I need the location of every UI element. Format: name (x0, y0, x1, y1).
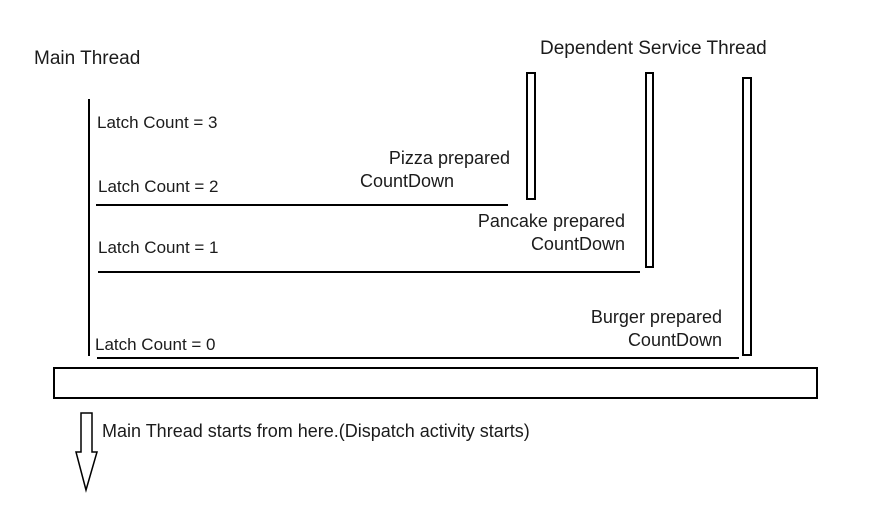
countdown-line-pancake (98, 271, 640, 273)
service-thread-bar-burger (742, 77, 752, 356)
service-thread-bar-pancake (645, 72, 654, 268)
pizza-event-action: CountDown (360, 171, 455, 191)
burger-event-name: Burger prepared (590, 307, 722, 327)
down-arrow-icon (70, 408, 110, 503)
countdown-line-burger (97, 357, 739, 359)
latch-count-3-label: Latch Count = 3 (97, 113, 218, 132)
latch-count-0-label: Latch Count = 0 (95, 335, 216, 354)
pancake-event-label: Pancake prepared CountDown (460, 210, 625, 256)
latch-count-2-label: Latch Count = 2 (98, 177, 219, 196)
service-thread-bar-pizza (526, 72, 536, 200)
pancake-event-action: CountDown (530, 234, 625, 254)
dependent-service-thread-label: Dependent Service Thread (540, 38, 767, 59)
pizza-event-name: Pizza prepared (388, 148, 510, 168)
main-thread-dispatch-bar (53, 367, 818, 399)
burger-event-action: CountDown (627, 330, 722, 350)
latch-count-1-label: Latch Count = 1 (98, 238, 219, 257)
burger-event-label: Burger prepared CountDown (560, 306, 722, 352)
footer-note: Main Thread starts from here.(Dispatch a… (102, 421, 530, 441)
countdown-line-pizza (96, 204, 508, 206)
pancake-event-name: Pancake prepared (477, 211, 625, 231)
main-thread-timeline-line (88, 99, 90, 356)
main-thread-label: Main Thread (34, 48, 141, 69)
pizza-event-label: Pizza prepared CountDown (360, 147, 510, 193)
